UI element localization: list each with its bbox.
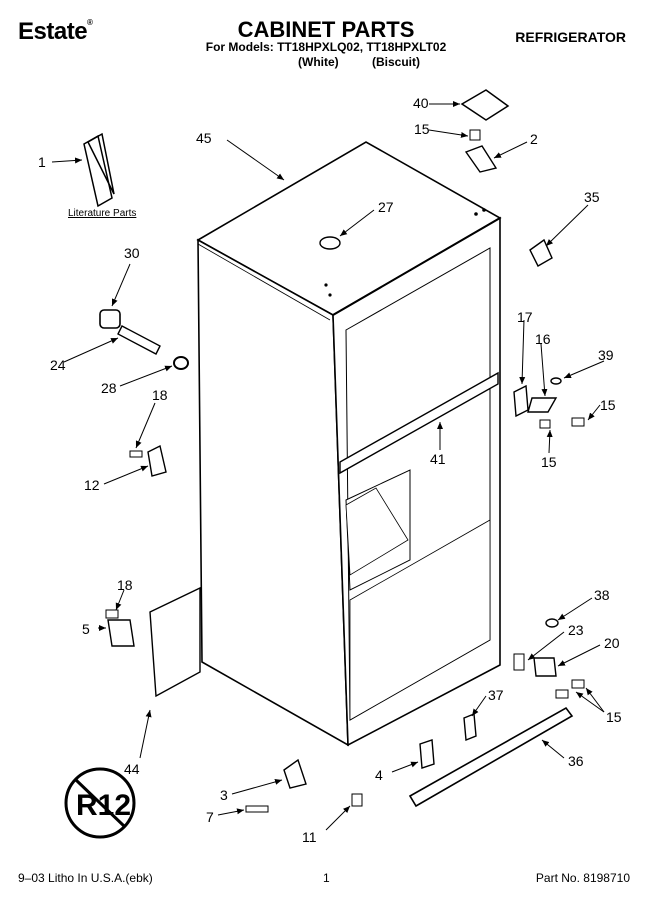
appliance-type: REFRIGERATOR bbox=[515, 29, 626, 45]
part-36-grille bbox=[408, 706, 574, 808]
part-30-bushing bbox=[99, 309, 121, 329]
callout-18-lower: 18 bbox=[117, 577, 133, 593]
part-28-washer bbox=[173, 356, 189, 370]
brand-logo: Estate® bbox=[18, 18, 93, 45]
callout-17: 17 bbox=[517, 309, 533, 325]
part-5-bottom-hinge bbox=[107, 619, 135, 647]
callout-numbers: 1 45 40 15 2 27 35 30 24 28 18 12 17 16 … bbox=[38, 95, 622, 845]
callout-30: 30 bbox=[124, 245, 140, 261]
callout-44: 44 bbox=[124, 761, 140, 777]
part-15-screw-low2 bbox=[571, 679, 585, 689]
callout-28: 28 bbox=[101, 380, 117, 396]
part-40-hinge-cap bbox=[460, 89, 510, 121]
part-2-top-hinge bbox=[464, 145, 498, 173]
color-white: (White) bbox=[298, 55, 339, 69]
part-3-bottom-hinge bbox=[283, 758, 307, 789]
part-44-side-panel bbox=[149, 586, 201, 698]
part-17-hinge-bracket bbox=[513, 384, 529, 418]
footer-page-number: 1 bbox=[323, 871, 330, 885]
part-15-screw-low1 bbox=[555, 689, 569, 699]
literature-label: Literature Parts bbox=[68, 208, 136, 219]
callout-39: 39 bbox=[598, 347, 614, 363]
color-biscuit: (Biscuit) bbox=[372, 55, 420, 69]
callout-45: 45 bbox=[196, 130, 212, 146]
callout-24: 24 bbox=[50, 357, 66, 373]
callout-1: 1 bbox=[38, 154, 46, 170]
part-27-plug bbox=[319, 236, 341, 250]
callout-36: 36 bbox=[568, 753, 584, 769]
part-15-screw-top bbox=[469, 129, 481, 141]
page-title: CABINET PARTS bbox=[237, 17, 415, 42]
callout-11: 11 bbox=[302, 829, 317, 845]
r12-stamp-icon: R12 bbox=[64, 767, 136, 839]
part-35-bracket bbox=[529, 238, 553, 267]
cabinet bbox=[196, 141, 502, 747]
part-7-pin bbox=[245, 805, 269, 813]
part-4-clip bbox=[419, 739, 435, 769]
callout-15-top: 15 bbox=[414, 121, 430, 137]
cabinet-divider bbox=[339, 371, 499, 475]
leader-lines bbox=[51, 101, 605, 831]
part-39-washer bbox=[550, 377, 562, 385]
part-12-center-hinge bbox=[147, 444, 167, 477]
callout-40: 40 bbox=[413, 95, 429, 111]
part-23-shim bbox=[513, 653, 525, 671]
part-38-washer bbox=[545, 618, 559, 628]
part-20-bottom-hinge bbox=[533, 657, 557, 677]
callout-41: 41 bbox=[430, 451, 446, 467]
callout-23: 23 bbox=[568, 622, 584, 638]
callout-3: 3 bbox=[220, 787, 228, 803]
part-24-hinge-pin bbox=[117, 325, 161, 355]
callout-5: 5 bbox=[82, 621, 90, 637]
callout-37: 37 bbox=[488, 687, 504, 703]
part-11-screw bbox=[351, 793, 363, 807]
literature-booklet bbox=[83, 132, 115, 208]
callout-20: 20 bbox=[604, 635, 620, 651]
part-15-screw-mid2 bbox=[539, 419, 551, 429]
part-15-screw-mid1 bbox=[571, 417, 585, 427]
callout-15-mid-lower: 15 bbox=[541, 454, 557, 470]
part-18-screw-lower bbox=[105, 609, 119, 619]
callout-18-upper: 18 bbox=[152, 387, 168, 403]
part-16-center-hinge bbox=[527, 397, 558, 413]
callout-27: 27 bbox=[378, 199, 394, 215]
callout-16: 16 bbox=[535, 331, 551, 347]
callout-7: 7 bbox=[206, 809, 214, 825]
footer-litho: 9–03 Litho In U.S.A.(ebk) bbox=[18, 871, 153, 885]
callout-4: 4 bbox=[375, 767, 383, 783]
cabinet-holes bbox=[324, 208, 486, 297]
callout-35: 35 bbox=[584, 189, 600, 205]
part-18-screw-upper bbox=[129, 450, 143, 458]
callout-12: 12 bbox=[84, 477, 100, 493]
part-37-clip bbox=[463, 713, 477, 741]
model-numbers: For Models: TT18HPXLQ02, TT18HPXLT02 bbox=[205, 40, 447, 54]
callout-2: 2 bbox=[530, 131, 538, 147]
callout-15-mid-right: 15 bbox=[600, 397, 616, 413]
callout-38: 38 bbox=[594, 587, 610, 603]
callout-15-low: 15 bbox=[606, 709, 622, 725]
footer-part-number: Part No. 8198710 bbox=[535, 871, 630, 885]
